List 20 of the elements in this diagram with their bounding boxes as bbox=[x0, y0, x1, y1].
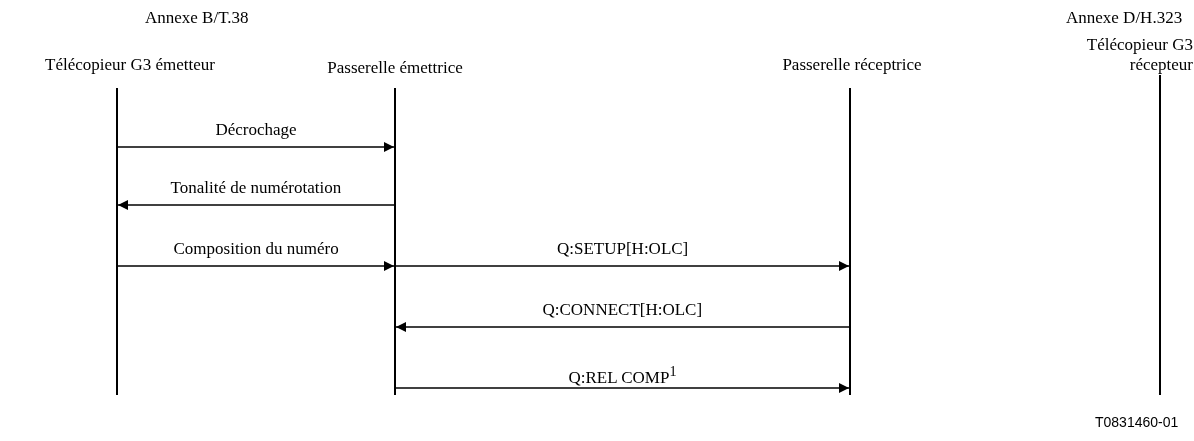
message-label: Décrochage bbox=[215, 120, 297, 140]
message-arrow bbox=[117, 261, 395, 271]
participant-name: Télécopieur G3 émetteur bbox=[44, 55, 216, 75]
message-arrow bbox=[395, 261, 850, 271]
message-label: Q:REL COMP$^{1}$ bbox=[568, 362, 677, 388]
message-arrow bbox=[395, 383, 850, 393]
participant-name: Passerelle réceptrice bbox=[781, 55, 923, 75]
message-label: Tonalité de numérotation bbox=[170, 178, 342, 198]
annex-note: Annexe D/H.323 bbox=[1066, 8, 1183, 28]
message-label: Composition du numéro bbox=[173, 239, 339, 259]
message-arrow bbox=[395, 322, 850, 332]
message-arrow bbox=[117, 142, 395, 152]
message-arrow bbox=[117, 200, 395, 210]
message-label: Q:SETUP[H:OLC] bbox=[557, 239, 689, 259]
annex-note: Annexe B/T.38 bbox=[145, 8, 249, 28]
participant-name: Passerelle émettrice bbox=[326, 58, 464, 78]
lifeline-participant bbox=[1085, 35, 1193, 395]
message-label: Q:CONNECT[H:OLC] bbox=[542, 300, 703, 320]
participant-name: Télécopieur G3 récepteur bbox=[1085, 35, 1193, 75]
figure-code: T0831460-01 bbox=[1095, 413, 1179, 432]
